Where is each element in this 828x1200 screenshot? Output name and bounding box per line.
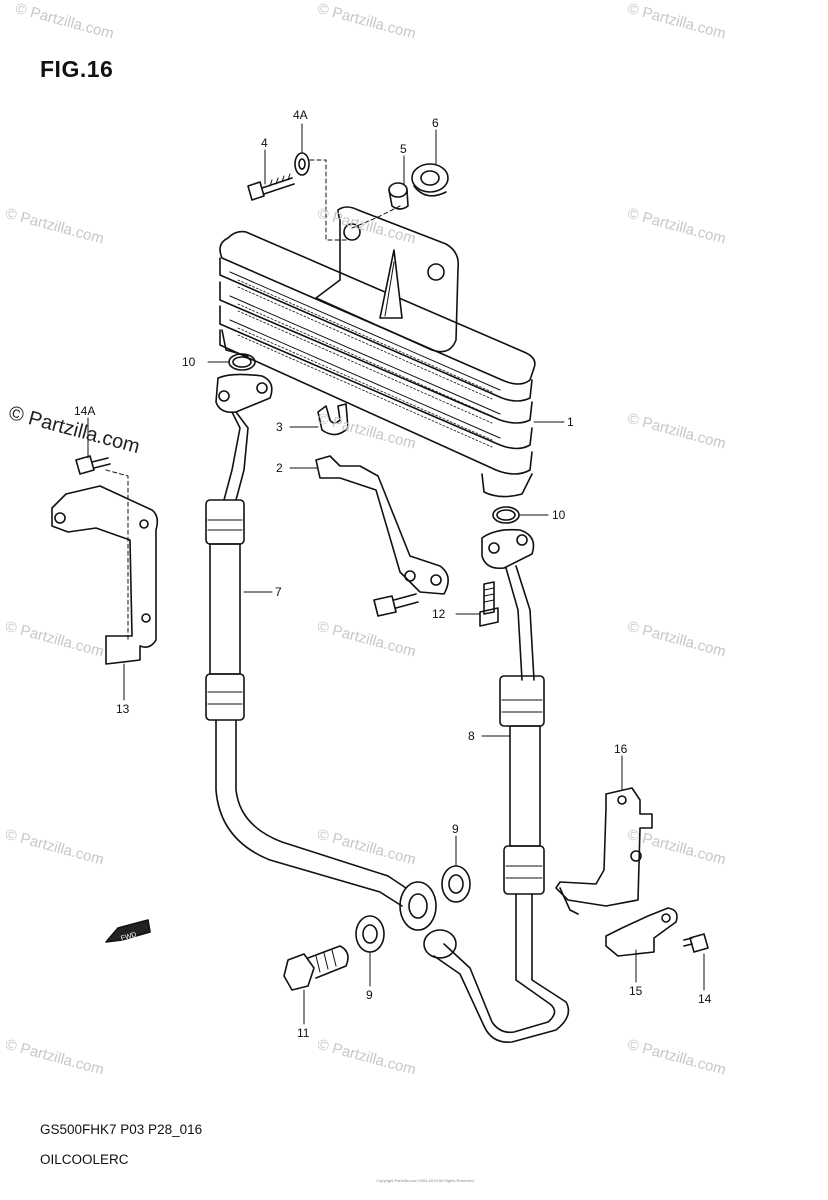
callout-7: 7 bbox=[275, 585, 282, 599]
callout-1: 1 bbox=[567, 415, 574, 429]
hose-8 bbox=[423, 528, 570, 1043]
o-ring-10-lower bbox=[492, 506, 520, 524]
bracket-13 bbox=[51, 485, 159, 665]
bracket-16 bbox=[555, 787, 653, 915]
callout-16: 16 bbox=[614, 742, 628, 756]
callout-5: 5 bbox=[400, 142, 407, 156]
clamp-3 bbox=[317, 403, 349, 436]
oil-cooler-core bbox=[219, 230, 536, 498]
union-bolt-11 bbox=[283, 945, 349, 991]
leader-washer bbox=[309, 159, 347, 241]
callout-4: 4 bbox=[261, 136, 268, 150]
callout-2: 2 bbox=[276, 461, 283, 475]
section-name: OILCOOLERC bbox=[40, 1152, 129, 1167]
o-ring-10-upper bbox=[228, 353, 256, 371]
collar-5 bbox=[388, 182, 409, 210]
bolt-4 bbox=[247, 173, 295, 201]
fwd-arrow-icon bbox=[105, 919, 151, 943]
callout-8: 8 bbox=[468, 729, 475, 743]
callout-12: 12 bbox=[432, 607, 446, 621]
callout-10-lower: 10 bbox=[552, 508, 566, 522]
callout-6: 6 bbox=[432, 116, 439, 130]
bolt-bracket bbox=[373, 593, 419, 617]
bracket-2 bbox=[315, 455, 449, 595]
washer-4a bbox=[294, 152, 310, 176]
model-code: GS500FHK7 P03 P28_016 bbox=[40, 1122, 203, 1137]
grommet-6 bbox=[411, 163, 449, 197]
callout-15: 15 bbox=[629, 984, 643, 998]
callout-9-upper: 9 bbox=[452, 822, 459, 836]
bolt-14 bbox=[683, 933, 709, 953]
washer-9-lower bbox=[355, 915, 385, 953]
callout-14: 14 bbox=[698, 992, 712, 1006]
hose-7 bbox=[205, 373, 437, 931]
callout-10-upper: 10 bbox=[182, 355, 196, 369]
callout-4a: 4A bbox=[293, 108, 308, 122]
figure-title: FIG.16 bbox=[40, 56, 114, 82]
leader-lines bbox=[87, 123, 705, 1025]
washer-9-upper bbox=[441, 865, 471, 903]
callout-9-lower: 9 bbox=[366, 988, 373, 1002]
callout-13: 13 bbox=[116, 702, 130, 716]
fwd-label: FWD bbox=[120, 931, 137, 942]
callout-11: 11 bbox=[297, 1026, 310, 1040]
bracket-15 bbox=[605, 907, 678, 957]
cooler-mount-bracket bbox=[315, 206, 460, 353]
callout-14a: 14A bbox=[74, 404, 96, 418]
union-bolt-12 bbox=[479, 581, 499, 627]
bolt-14a bbox=[75, 455, 111, 475]
fine-print: Copyright Partzilla.com 2004-2019 All Ri… bbox=[376, 1178, 474, 1183]
callout-3: 3 bbox=[276, 420, 283, 434]
